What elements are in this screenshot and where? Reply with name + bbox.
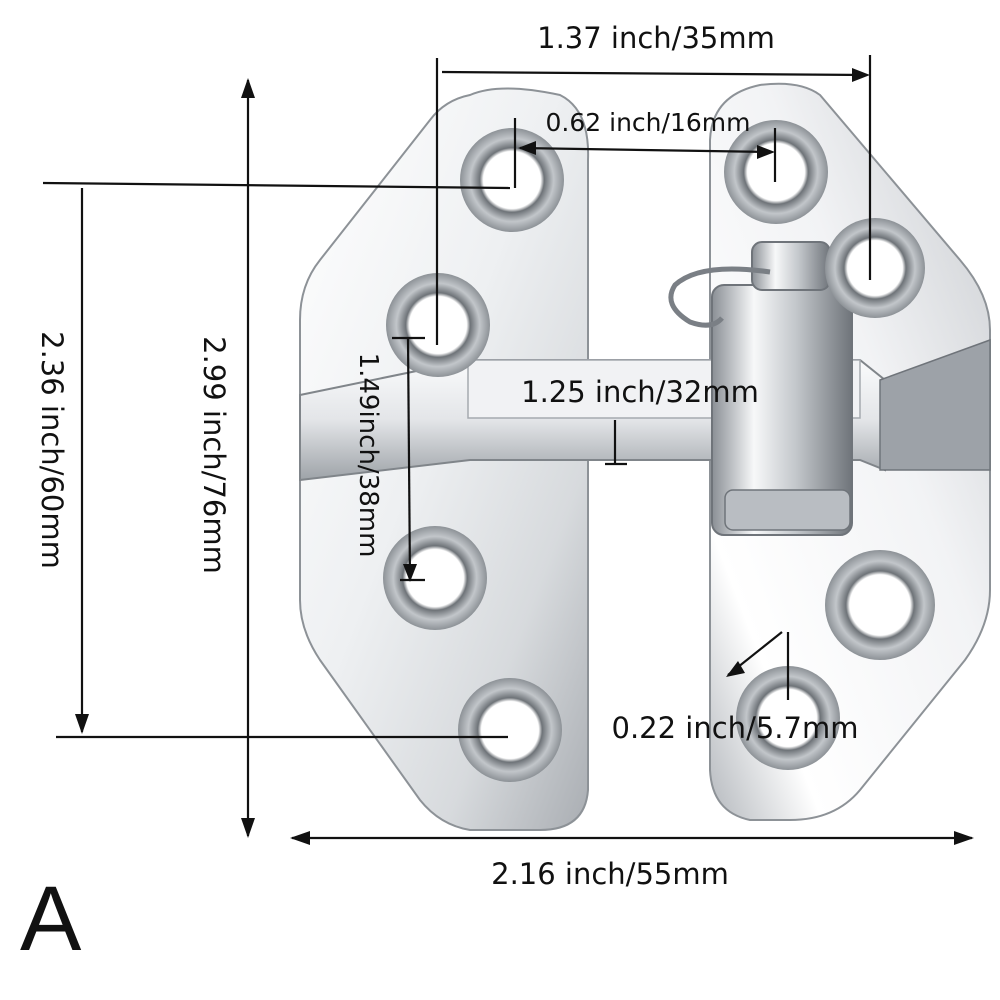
hasp-slot [879, 338, 991, 471]
arrowhead [75, 714, 89, 734]
dim-inner-height: 1.49inch/38mm [353, 353, 383, 558]
dim-total-height: 2.99 inch/76mm [197, 336, 231, 574]
dim-hasp-width: 1.25 inch/32mm [521, 375, 759, 409]
arrowhead [518, 141, 536, 155]
figure-label: A [20, 868, 82, 970]
hinge-image [299, 82, 991, 831]
screw-hole [825, 550, 935, 660]
arrowhead [852, 68, 870, 82]
hinge-pin-base [724, 489, 851, 531]
arrowhead [403, 564, 417, 582]
screw-hole [383, 526, 487, 630]
split-ring-clip [668, 266, 771, 328]
screw-hole [458, 678, 562, 782]
screw-hole [736, 666, 840, 770]
screw-hole [460, 128, 564, 232]
dim-total-width: 2.16 inch/55mm [491, 857, 729, 891]
arrowhead [757, 145, 775, 159]
arrowhead [726, 661, 745, 677]
arrowhead [290, 831, 310, 845]
dim-hole-spacing-top: 0.62 inch/16mm [546, 108, 751, 137]
arrowhead [241, 78, 255, 98]
hinge-pin-top [751, 241, 831, 291]
dimension-lines [42, 55, 974, 845]
screw-hole [825, 218, 925, 318]
dim-top-width: 1.37 inch/35mm [537, 21, 775, 55]
dim-hole-diameter: 0.22 inch/5.7mm [612, 711, 859, 745]
arrowhead [954, 831, 974, 845]
dim-hole-span-height: 2.36 inch/60mm [35, 331, 69, 569]
arrowhead [241, 818, 255, 838]
